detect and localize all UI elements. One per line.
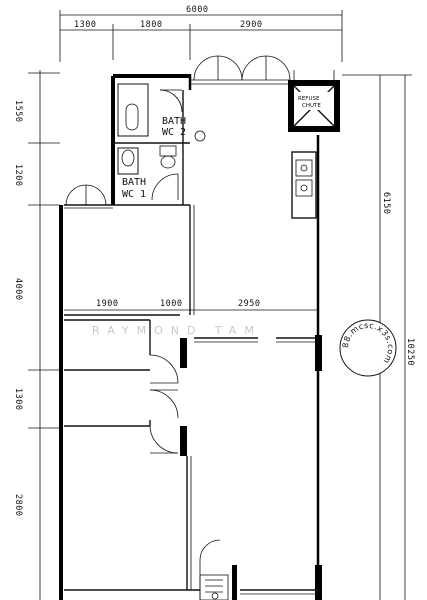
dim-int-1000: 1000	[160, 299, 182, 309]
bath-2: BATH WC 2	[117, 83, 206, 142]
dim-top-1300: 1300	[74, 20, 96, 30]
yard-doors	[65, 184, 107, 206]
dim-top-overall: 6000	[186, 5, 208, 15]
dim-left-4000: 4000	[13, 278, 23, 300]
door-jamb-2	[180, 426, 187, 456]
left-dimensions: 1550 1200 4000 1300 2800	[13, 70, 60, 600]
top-dimensions: 6000 1300 1800 2900	[59, 5, 343, 62]
refuse-label-2: CHUTE	[302, 103, 321, 109]
dim-left-2800: 2800	[13, 494, 23, 516]
door-jamb-1	[180, 338, 187, 368]
refuse-label-1: REFUSE	[298, 96, 320, 102]
refuse-chute: REFUSE CHUTE	[288, 70, 340, 132]
dim-left-1550: 1550	[13, 100, 23, 122]
dim-int-1900: 1900	[96, 299, 118, 309]
entry-door	[199, 539, 229, 600]
bath2-label-2: WC 2	[162, 127, 186, 138]
right-column	[315, 335, 322, 371]
bath1-label-1: BATH	[122, 177, 146, 188]
dim-left-1200: 1200	[13, 164, 23, 186]
interior-dimensions: 1900 1000 2950	[64, 299, 318, 311]
dim-int-2950: 2950	[238, 299, 260, 309]
top-openings	[190, 55, 291, 90]
bottom-jamb	[232, 565, 237, 600]
walls	[59, 74, 322, 600]
kitchen-counter	[291, 151, 317, 219]
dim-right-6150: 6150	[381, 192, 391, 214]
bath1-label-2: WC 1	[122, 189, 146, 200]
bedroom-doors	[149, 354, 179, 454]
dim-right-10250: 10250	[405, 338, 415, 366]
stamp: 88.mcsc.x3s.com	[339, 319, 397, 377]
bath-1: BATH WC 1	[117, 145, 179, 201]
right-column-bottom	[315, 565, 322, 600]
dim-top-1800: 1800	[140, 20, 162, 30]
dim-left-1300: 1300	[13, 388, 23, 410]
bath2-label-1: BATH	[162, 116, 186, 127]
watermark: RAYMOND TAM	[92, 324, 262, 337]
dim-top-2900: 2900	[240, 20, 262, 30]
